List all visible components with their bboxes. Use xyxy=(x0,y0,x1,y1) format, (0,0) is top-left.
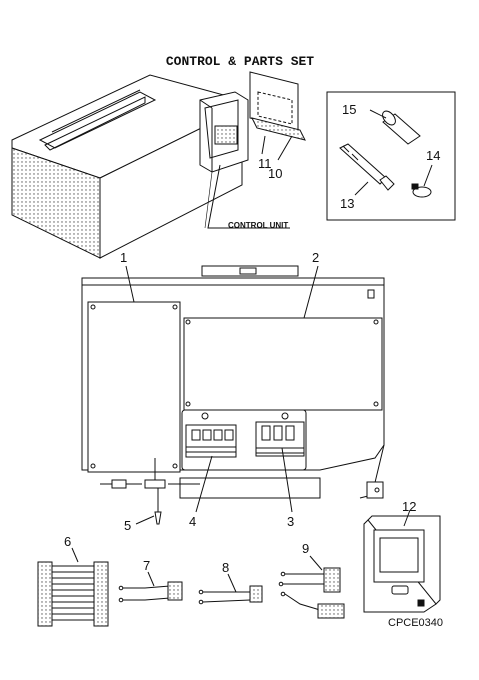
part-6-harness xyxy=(37,561,109,627)
part-7-harness xyxy=(118,581,183,603)
part-9-harness xyxy=(278,567,345,619)
part-15-sleeve xyxy=(382,110,421,145)
callout-15: 15 xyxy=(342,102,356,117)
callout-6: 6 xyxy=(64,534,71,549)
part-1-pcb xyxy=(87,301,181,473)
part-2-pcb xyxy=(183,317,383,411)
control-unit-label: CONTROL UNIT xyxy=(228,221,288,230)
callout-12: 12 xyxy=(402,499,416,514)
callout-8: 8 xyxy=(222,560,229,575)
accessory-parts-frame xyxy=(326,91,456,221)
part-12-remote-controller xyxy=(363,515,441,613)
diagram-title: CONTROL & PARTS SET xyxy=(166,54,314,69)
leader-10 xyxy=(277,135,293,161)
callout-9: 9 xyxy=(302,541,309,556)
part-13-drain-hose xyxy=(339,143,395,191)
callout-7: 7 xyxy=(143,558,150,573)
callout-1: 1 xyxy=(120,250,127,265)
indoor-unit-illustration xyxy=(11,74,249,259)
callout-3: 3 xyxy=(287,514,294,529)
part-5-thermistor xyxy=(100,458,200,525)
leader-11 xyxy=(261,135,266,155)
part-14-hose-clamp xyxy=(411,183,432,198)
callout-13: 13 xyxy=(340,196,354,211)
callout-4: 4 xyxy=(189,514,196,529)
cover-plates-10-11 xyxy=(249,71,306,141)
callout-10: 10 xyxy=(268,166,282,181)
drawing-code: CPCE0340 xyxy=(388,617,443,629)
part-8-harness xyxy=(198,585,263,605)
callout-2: 2 xyxy=(312,250,319,265)
callout-5: 5 xyxy=(124,518,131,533)
terminal-plate xyxy=(181,409,307,471)
callout-14: 14 xyxy=(426,148,440,163)
leader-control-unit xyxy=(207,164,290,229)
callout-11: 11 xyxy=(258,156,272,171)
